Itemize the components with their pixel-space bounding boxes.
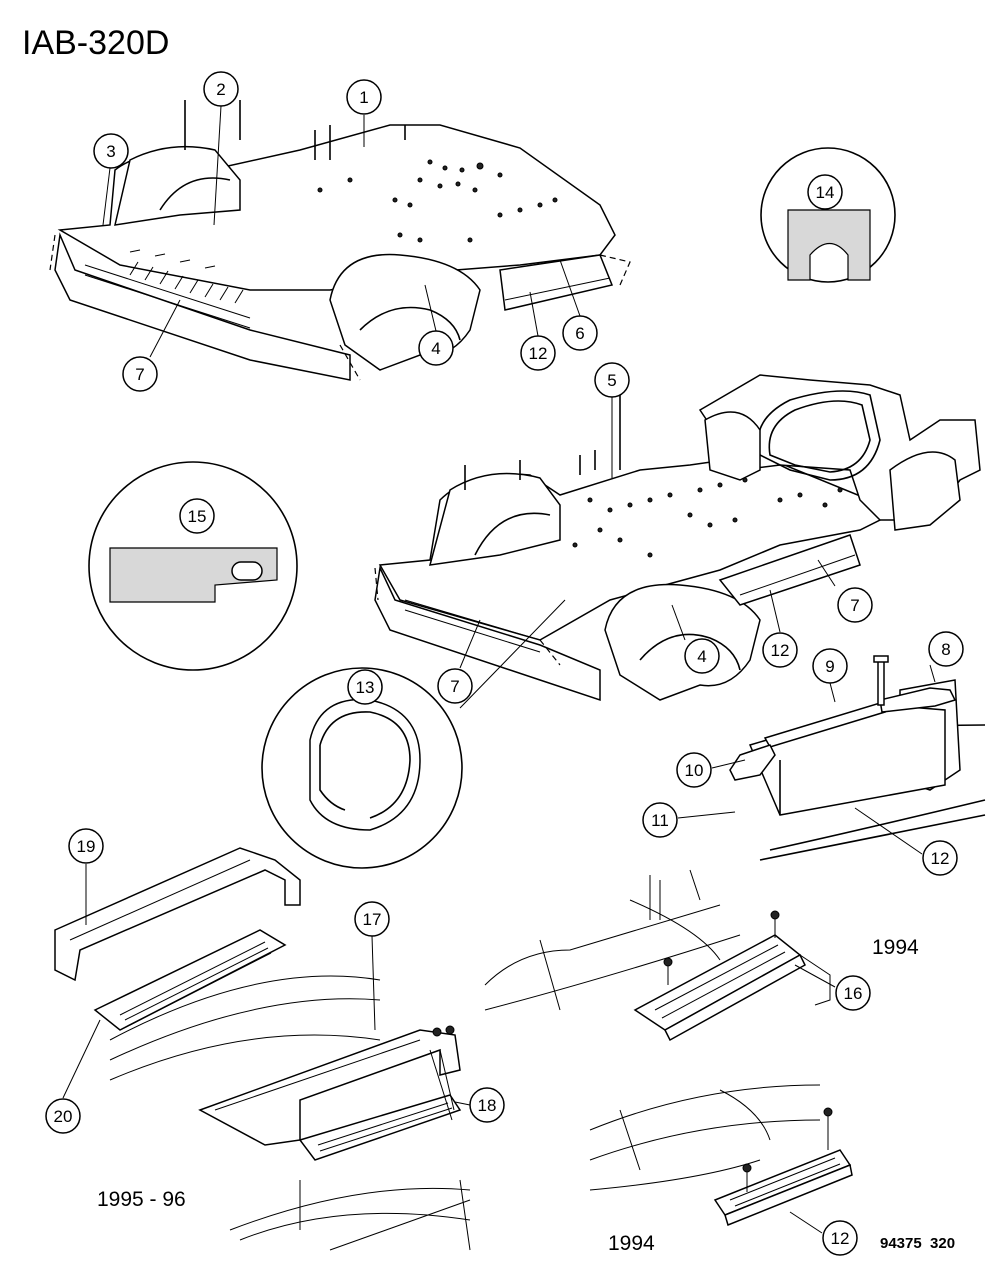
callout-11: 11: [651, 811, 669, 830]
callout-12-top: 12: [529, 344, 548, 363]
callout-6: 6: [575, 324, 584, 343]
year-label-1994-lower: 1994: [608, 1232, 655, 1255]
callout-10: 10: [685, 761, 704, 780]
callout-7-top: 7: [135, 365, 144, 384]
callout-17: 17: [363, 910, 382, 929]
detail-14-notch-pad: [760, 147, 896, 283]
sill-1995-96-illustration: [54, 847, 471, 1251]
callout-7-middle-left: 7: [450, 677, 459, 696]
year-label-1994-upper: 1994: [872, 936, 919, 959]
callout-4-middle: 4: [697, 647, 706, 666]
cargo-floor-middle-illustration: [374, 374, 981, 702]
year-label-1995-96: 1995 - 96: [97, 1188, 186, 1211]
callout-2: 2: [216, 80, 225, 99]
callout-14: 14: [816, 183, 835, 202]
diagram-code: IAB-320D: [22, 24, 169, 62]
callout-4-top: 4: [431, 339, 440, 358]
callout-1: 1: [359, 88, 368, 107]
callout-19: 19: [77, 837, 96, 856]
callout-5: 5: [607, 371, 616, 390]
callout-15: 15: [188, 507, 207, 526]
callout-13: 13: [356, 678, 375, 697]
callout-bubbles: 1 2 3 4 5 6 7 8 9 10 11 12 12 12 12 13 1…: [45, 71, 964, 1256]
callout-12-middle: 12: [771, 641, 790, 660]
callout-16: 16: [844, 984, 863, 1003]
detail-15-sill-pad: [88, 461, 298, 671]
sill-1994-illustration: [729, 655, 986, 861]
callout-12-step: 12: [831, 1229, 850, 1248]
callout-12-sill: 12: [931, 849, 950, 868]
callout-3: 3: [106, 142, 115, 161]
step-1994-12-illustration: [589, 1084, 853, 1227]
callout-18: 18: [478, 1096, 497, 1115]
detail-13-wheelhouse-cover: [261, 599, 566, 869]
step-1994-16-illustration: [484, 869, 831, 1042]
cargo-floor-top-illustration: [49, 100, 631, 381]
callout-7-middle-right: 7: [850, 596, 859, 615]
callout-9: 9: [825, 657, 834, 676]
figure-number: 94375 320: [880, 1235, 955, 1252]
callout-20: 20: [54, 1107, 73, 1126]
callout-8: 8: [941, 640, 950, 659]
callout-leader-lines: [62, 105, 936, 1234]
